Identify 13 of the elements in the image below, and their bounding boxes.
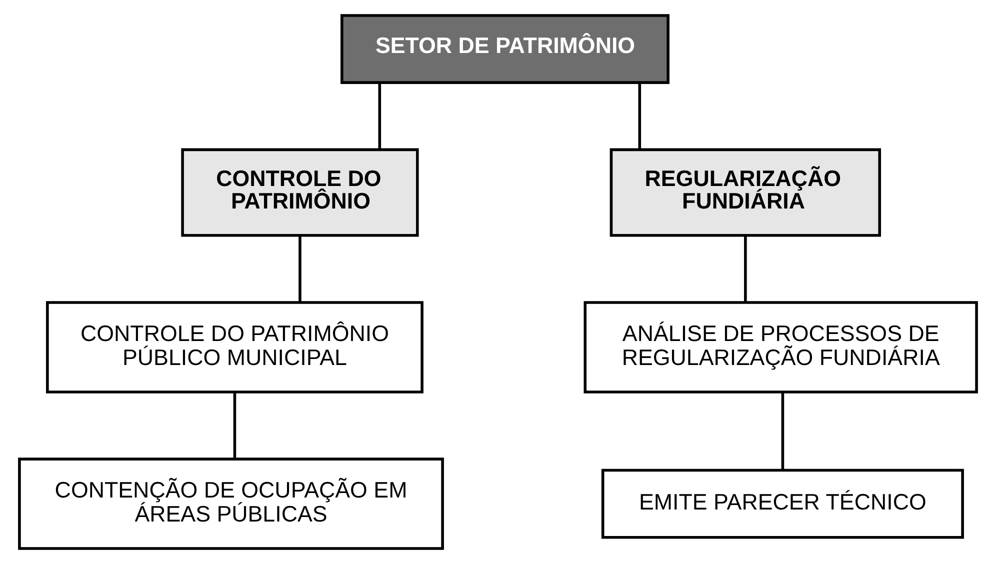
node-box: REGULARIZAÇÃO FUNDIÁRIA [609,148,881,237]
connector [744,236,746,302]
node-box: CONTROLE DO PATRIMÔNIO [180,148,418,237]
connector [232,392,236,459]
connector [780,392,784,470]
connector [638,83,641,150]
node-box: SETOR DE PATRIMÔNIO [340,14,669,84]
node-box: CONTENÇÃO DE OCUPAÇÃO EM ÁREAS PÚBLICAS [18,458,444,550]
connector [298,236,301,302]
node-box: ANÁLISE DE PROCESSOS DE REGULARIZAÇÃO FUNDIÁRIA [583,301,978,394]
node-box: CONTROLE DO PATRIMÔNIO PÚBLICO MUNICIPAL [46,301,423,394]
connector [378,83,381,150]
node-box: EMITE PARECER TÉCNICO [600,468,964,539]
